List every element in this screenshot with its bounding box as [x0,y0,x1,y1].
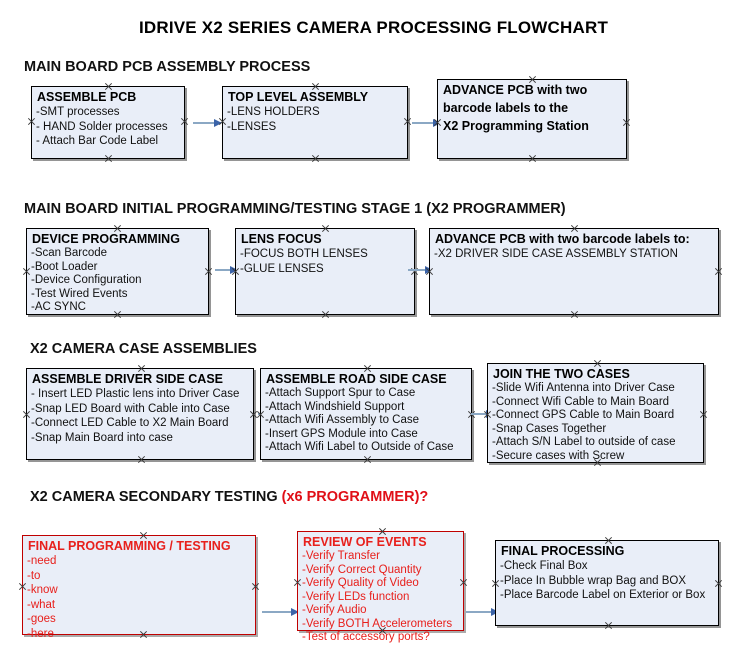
handle-bottom-icon[interactable] [528,154,537,163]
flow-box-assemble-pcb[interactable]: ASSEMBLE PCB -SMT processes - HAND Solde… [31,86,185,159]
box-line: -know [27,584,58,596]
box-title: FINAL PROGRAMMING / TESTING [28,539,231,553]
box-title: DEVICE PROGRAMMING [32,232,180,246]
box-line: -Snap Cases Together [492,422,607,435]
box-line: -Slide Wifi Antenna into Driver Case [492,382,675,394]
flow-box-advance-pcb-to-programming-station[interactable]: ADVANCE PCB with two barcode labels to t… [437,79,627,159]
box-title: ASSEMBLE PCB [37,90,137,104]
box-line: -Insert GPS Module into Case [265,427,418,440]
connector-top-level-assembly-to-advance-pcb [412,118,441,127]
handle-right-icon[interactable] [714,267,723,276]
handle-bottom-icon[interactable] [604,621,613,630]
connector-device-programming-to-lens-focus [215,265,238,274]
section-heading-main-board-initial-programming: MAIN BOARD INITIAL PROGRAMMING/TESTING S… [24,201,566,217]
flow-box-final-programming-testing[interactable]: FINAL PROGRAMMING / TESTING -need -to -k… [22,535,256,640]
connector-review-of-events-to-final-processing [466,607,499,616]
flow-box-advance-pcb-to-driver-side-case[interactable]: ADVANCE PCB with two barcode labels to: … [429,228,719,315]
box-line: -Verify Quality of Video [302,577,419,589]
box-line: -SMT processes [36,106,120,118]
box-line: - HAND Solder processes [36,120,168,133]
handle-bottom-icon[interactable] [137,455,146,464]
box-line: -AC SYNC [31,301,86,313]
box-line: -Check Final Box [500,560,588,572]
box-title: JOIN THE TWO CASES [493,367,630,381]
section-heading-text: X2 CAMERA SECONDARY TESTING [30,489,282,505]
box-title: ADVANCE PCB with two barcode labels to: [435,232,690,246]
box-line: -Verify BOTH Accelerometers [302,617,453,630]
box-title: ADVANCE PCB with two [443,83,588,97]
box-line: -GLUE LENSES [240,262,324,275]
box-line: -Verify Correct Quantity [302,563,422,576]
handle-bottom-icon[interactable] [311,154,320,163]
box-line: X2 Programming Station [443,119,589,133]
box-line: -what [27,598,56,611]
connector-final-programming-to-review-of-events [262,607,299,616]
box-line: -LENSES [227,120,277,133]
section-heading-main-board-pcb-assembly: MAIN BOARD PCB ASSEMBLY PROCESS [24,59,310,75]
box-title: ASSEMBLE DRIVER SIDE CASE [32,372,224,386]
box-line: -need [27,555,57,567]
flow-box-review-of-events[interactable]: REVIEW OF EVENTS -Verify Transfer -Verif… [297,531,464,643]
connector-assemble-pcb-to-top-level-assembly [193,118,222,127]
box-line: -here [27,627,54,640]
box-line: -Attach Windshield Support [265,400,405,413]
box-line: -Verify Transfer [302,550,380,562]
box-line: -Secure cases with Screw [492,449,625,462]
section-heading-text: X2 CAMERA CASE ASSEMBLIES [30,341,257,357]
flow-box-final-processing[interactable]: FINAL PROCESSING -Check Final Box -Place… [495,540,719,626]
box-line: -Attach S/N Label to outside of case [492,436,676,448]
box-title: REVIEW OF EVENTS [303,535,427,549]
handle-bottom-icon[interactable] [104,154,113,163]
box-line: -X2 DRIVER SIDE CASE ASSEMBLY STATION [434,248,678,260]
box-line: -Place In Bubble wrap Bag and BOX [500,574,687,587]
flow-box-join-the-two-cases[interactable]: JOIN THE TWO CASES -Slide Wifi Antenna i… [487,363,704,463]
section-heading-x2-camera-secondary-testing: X2 CAMERA SECONDARY TESTING (x6 PROGRAMM… [30,489,428,505]
box-line: -Snap Main Board into case [31,431,173,444]
flow-box-assemble-road-side-case[interactable]: ASSEMBLE ROAD SIDE CASE -Attach Support … [260,368,472,460]
flow-box-top-level-assembly[interactable]: TOP LEVEL ASSEMBLY -LENS HOLDERS -LENSES [222,86,408,159]
handle-bottom-icon[interactable] [321,310,330,319]
flow-box-device-programming[interactable]: DEVICE PROGRAMMING -Scan Barcode -Boot L… [26,228,209,315]
box-line: -Snap LED Board with Cable into Case [31,402,230,415]
section-heading-accent: (x6 PROGRAMMER)? [281,489,429,505]
box-line: -Connect GPS Cable to Main Board [492,409,675,421]
arrow-head-icon [214,118,222,127]
box-line: -Verify Audio [302,604,367,616]
page-title: IDRIVE X2 SERIES CAMERA PROCESSING FLOWC… [138,18,609,37]
arrow-head-icon [230,265,238,274]
section-heading-x2-camera-case-assemblies: X2 CAMERA CASE ASSEMBLIES [30,341,257,357]
box-line: -Attach Wifi Label to Outside of Case [265,441,454,453]
box-line: - Attach Bar Code Label [36,135,159,147]
box-line: -to [27,569,41,582]
box-line: -Test Wired Events [31,287,128,300]
box-line: -LENS HOLDERS [227,106,320,118]
box-line: -Scan Barcode [31,247,108,259]
handle-bottom-icon[interactable] [570,310,579,319]
section-heading-text: MAIN BOARD INITIAL PROGRAMMING/TESTING S… [24,201,566,217]
section-heading-text: MAIN BOARD PCB ASSEMBLY PROCESS [24,59,311,75]
box-line: -Device Configuration [31,274,142,286]
flow-box-assemble-driver-side-case[interactable]: ASSEMBLE DRIVER SIDE CASE - Insert LED P… [26,368,254,460]
box-title: FINAL PROCESSING [501,544,625,558]
flow-box-lens-focus[interactable]: LENS FOCUS -FOCUS BOTH LENSES -GLUE LENS… [235,228,415,315]
box-line: -Connect Wifi Cable to Main Board [492,395,670,408]
box-title: LENS FOCUS [241,232,322,246]
box-line: - Insert LED Plastic lens into Driver Ca… [31,388,240,400]
box-line: -Place Barcode Label on Exterior or Box [500,589,706,601]
box-line: -Verify LEDs function [302,590,410,603]
box-line: -FOCUS BOTH LENSES [240,248,368,260]
box-line-overflow: -Test of accessory ports? [302,631,430,643]
arrow-head-icon [291,607,299,616]
box-line: -goes [27,613,56,625]
box-line: barcode labels to the [443,101,569,115]
box-title: TOP LEVEL ASSEMBLY [228,90,369,104]
box-title: ASSEMBLE ROAD SIDE CASE [266,372,447,386]
box-line: -Attach Support Spur to Case [265,387,416,399]
handle-bottom-icon[interactable] [363,455,372,464]
box-line: -Connect LED Cable to X2 Main Board [31,417,229,429]
box-line: -Boot Loader [31,260,98,273]
box-line: -Attach Wifi Assembly to Case [265,414,420,426]
